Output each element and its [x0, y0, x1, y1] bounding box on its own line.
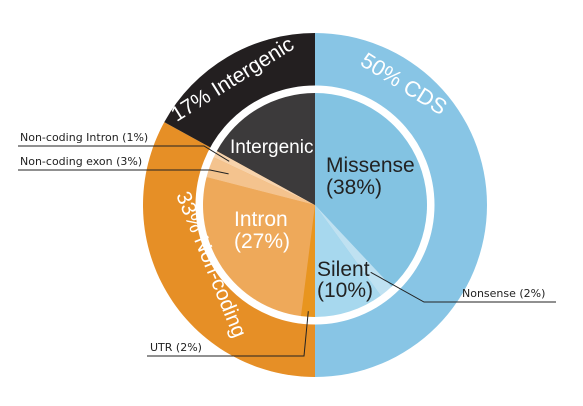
missense-name: Missense [326, 154, 415, 177]
silent-percent: (10%) [317, 279, 373, 302]
pie-slice-silent [315, 205, 381, 317]
ring-divider [195, 85, 435, 325]
pie-slice-utr [300, 205, 315, 317]
intron-label: Intron (27%) [234, 208, 294, 253]
callout-line-utr [147, 311, 309, 357]
callout-label-utr: UTR (2%) [150, 341, 202, 354]
pie-slice-intron [203, 177, 315, 317]
callout-label-nonsense: Nonsense (2%) [462, 287, 545, 300]
silent-name: Silent [317, 258, 370, 281]
pie-slice-non-coding-exon [206, 157, 315, 205]
callout-line-nonsense [370, 271, 556, 303]
missense-label: Missense (38%) [326, 154, 421, 199]
intron-percent: (27%) [234, 230, 290, 253]
missense-percent: (38%) [326, 176, 382, 199]
callout-label-non-coding-intron: Non-coding Intron (1%) [20, 131, 148, 144]
callout-line-non-coding-intron [18, 145, 230, 162]
pie-slice-intergenic [216, 93, 315, 205]
intron-name: Intron [234, 208, 288, 231]
intergenic-inner-label: Intergenic [230, 137, 313, 158]
pie-slice-missense [315, 93, 427, 287]
callout-label-non-coding-exon: Non-coding exon (3%) [20, 155, 142, 168]
pie-slice-non-coding-intron [213, 151, 315, 205]
silent-label: Silent (10%) [317, 258, 375, 302]
callout-line-non-coding-exon [18, 169, 229, 175]
